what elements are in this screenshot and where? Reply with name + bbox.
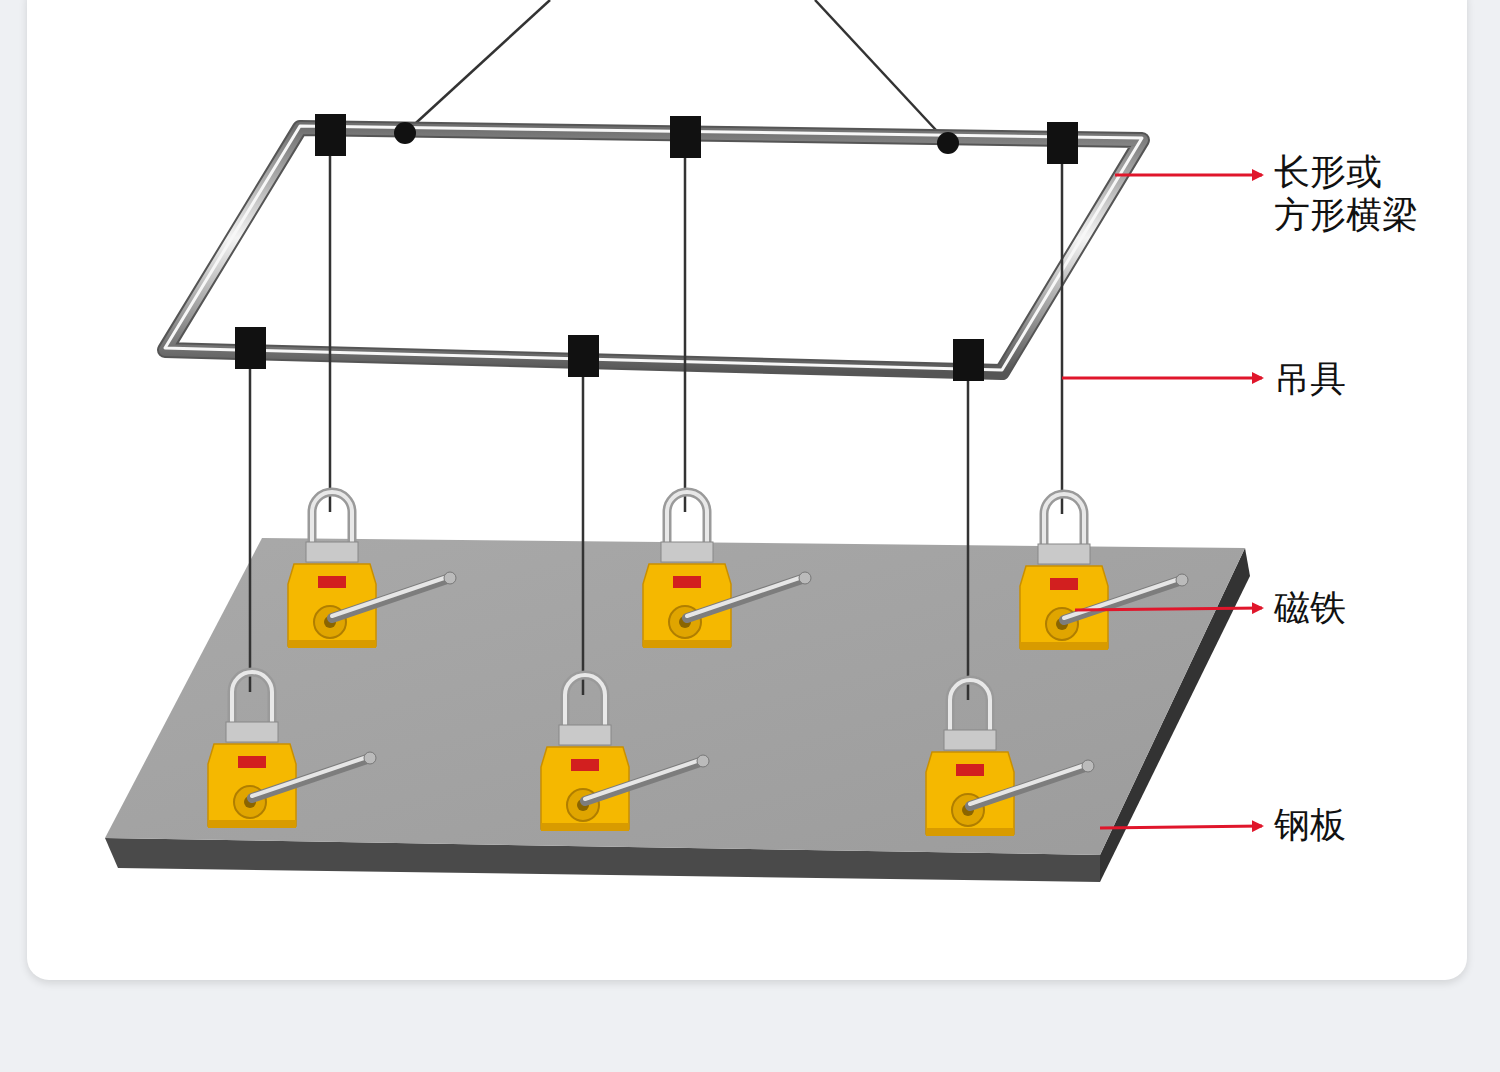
part-label: 磁铁 xyxy=(1274,586,1346,629)
part-label: 钢板 xyxy=(1274,803,1346,846)
part-label: 长形或 方形横梁 xyxy=(1274,150,1449,236)
part-label: 吊具 xyxy=(1274,357,1346,400)
